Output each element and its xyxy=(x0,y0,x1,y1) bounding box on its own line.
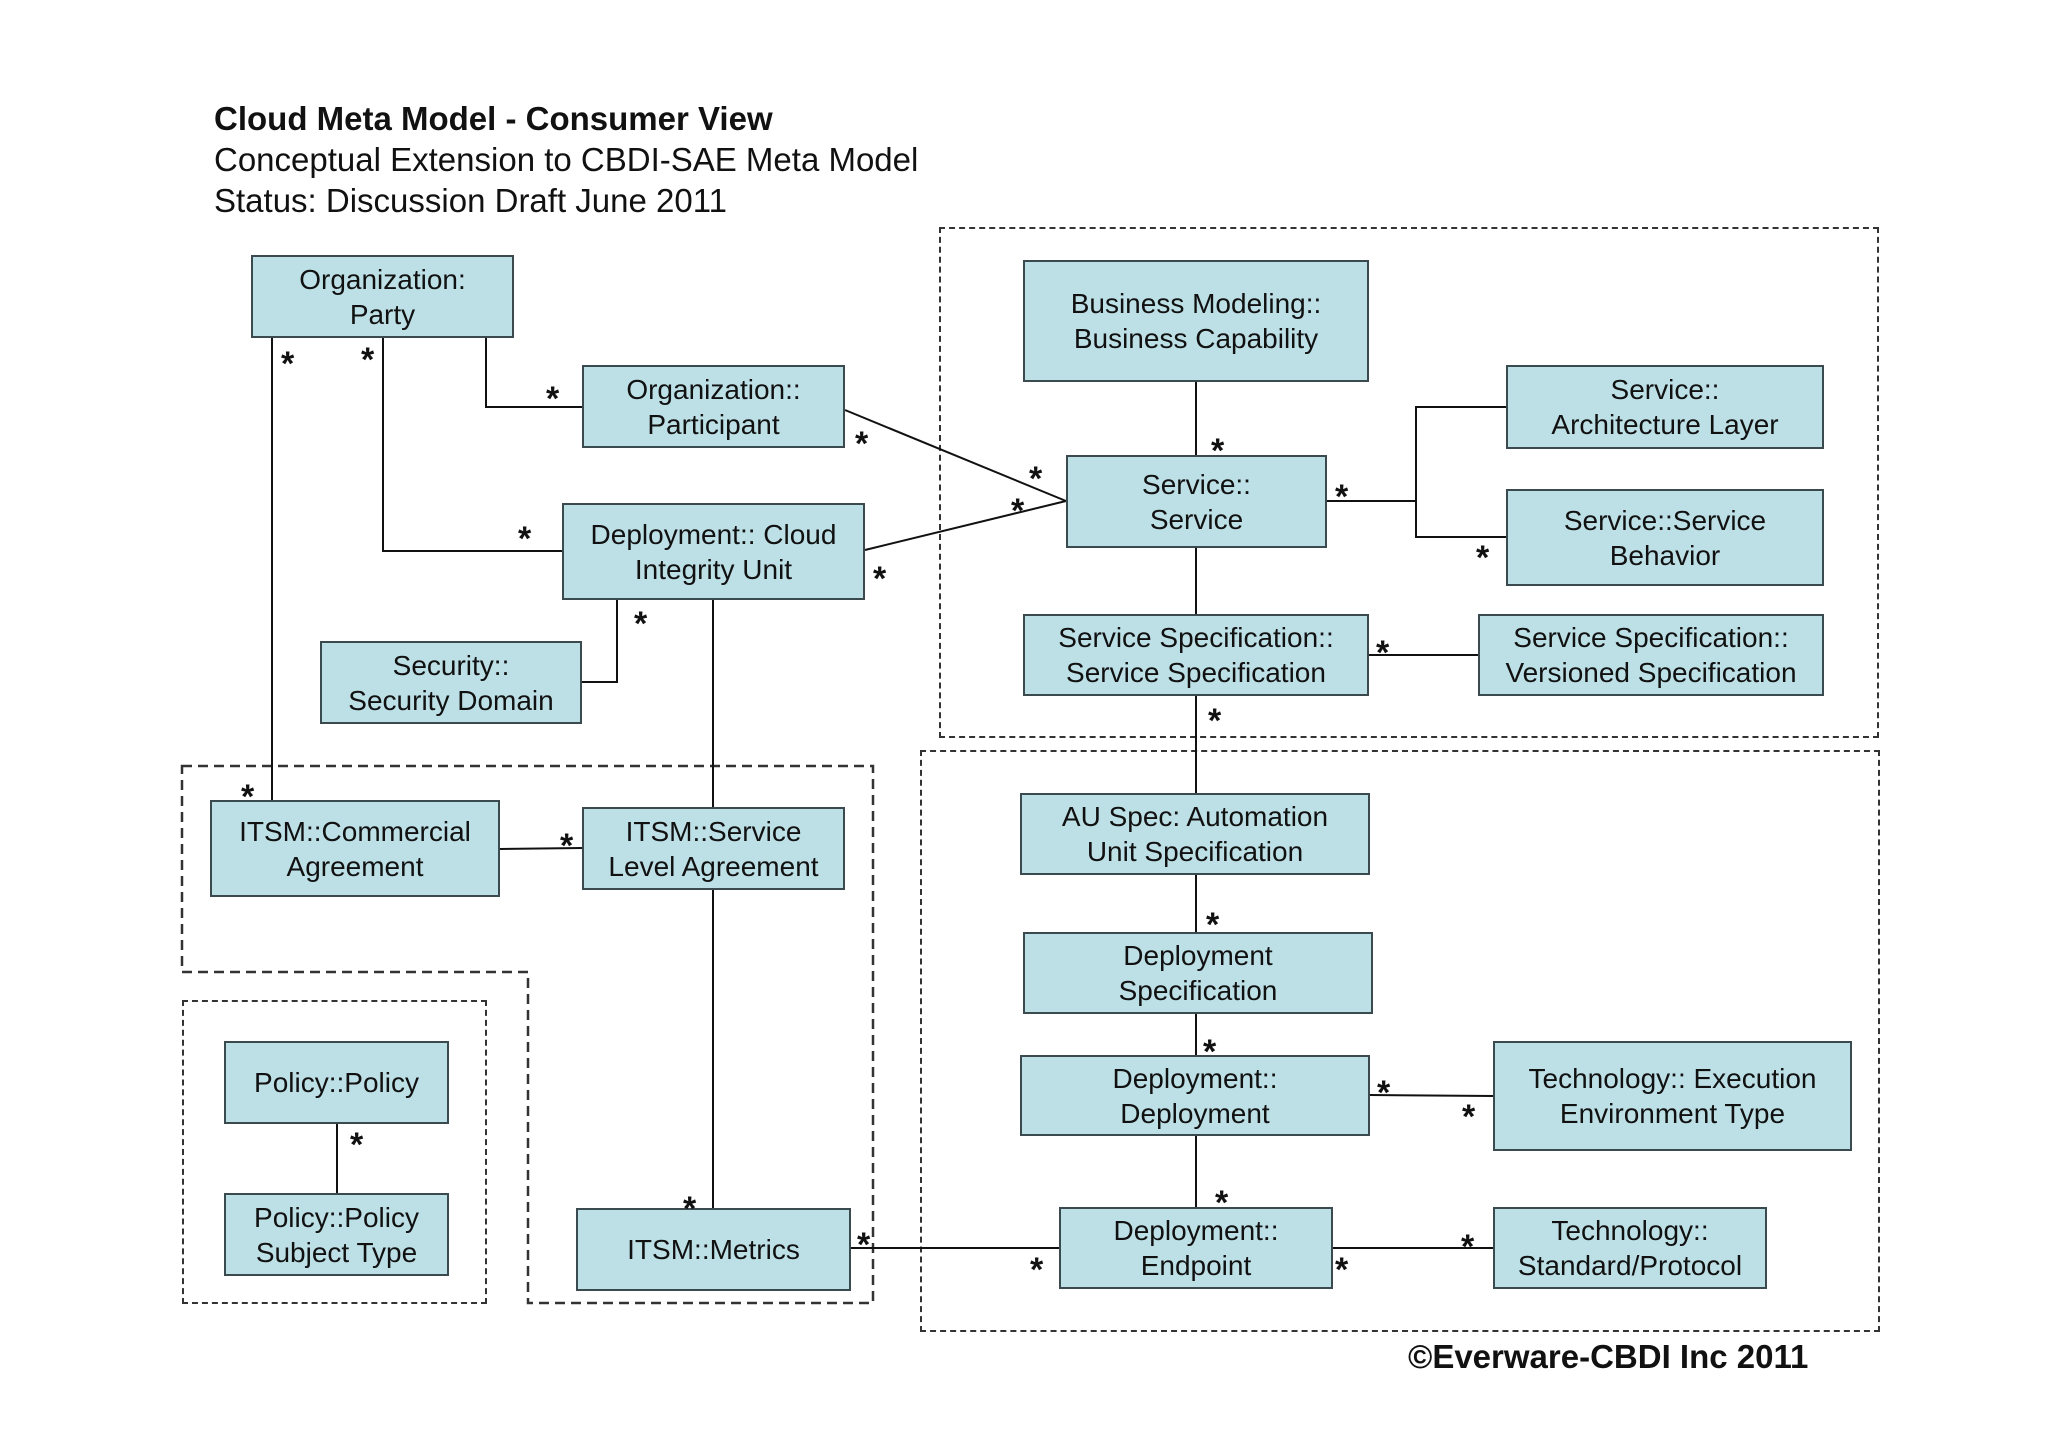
multiplicity-mark: * xyxy=(1215,1184,1229,1222)
box-label-line: Party xyxy=(349,298,416,330)
multiplicity-mark: * xyxy=(857,1226,871,1264)
architecture-layer-box: Service:: Architecture Layer xyxy=(1506,365,1824,449)
box-label-line: ITSM::Commercial xyxy=(239,815,471,847)
box-label-line: Service Specification:: xyxy=(1513,622,1789,653)
service-package-group xyxy=(939,227,1879,738)
box-label-line: Service::Service xyxy=(1563,504,1767,536)
itsm-metrics-box: ITSM::Metrics xyxy=(576,1208,851,1291)
box-label-line: ITSM::Metrics xyxy=(627,1234,800,1265)
cloud-integrity-unit-box: Deployment:: Cloud Integrity Unit xyxy=(562,503,865,600)
multiplicity-mark: * xyxy=(1377,1074,1391,1112)
commercial-agreement-box: ITSM::Commercial Agreement xyxy=(210,800,500,897)
versioned-specification-box: Service Specification:: Versioned Specif… xyxy=(1478,614,1824,696)
business-capability-box: Business Modeling:: Business Capability xyxy=(1023,260,1369,382)
multiplicity-mark: * xyxy=(1030,1251,1044,1289)
deployment-specification-box: Deployment Specification xyxy=(1023,932,1373,1014)
box-label-line: Service Specification:: xyxy=(1058,622,1334,653)
automation-unit-spec-box: AU Spec: Automation Unit Specification xyxy=(1020,793,1370,875)
diagram-subtitle: Conceptual Extension to CBDI-SAE Meta Mo… xyxy=(214,141,919,178)
service-box: Service:: Service xyxy=(1066,455,1327,548)
box-label-line: Service:: xyxy=(1142,468,1251,500)
diagram-title: Cloud Meta Model - Consumer View xyxy=(214,100,773,137)
box-label-line: Agreement xyxy=(286,850,424,882)
box-label-line: Unit Specification xyxy=(1086,836,1304,867)
box-label-line: Technology:: Execution xyxy=(1528,1063,1817,1094)
multiplicity-mark: * xyxy=(1476,539,1490,577)
box-label-line: Architecture Layer xyxy=(1551,409,1779,440)
multiplicity-mark: * xyxy=(1208,702,1222,740)
box-label-line: Deployment:: xyxy=(1113,1215,1279,1246)
box-label-line: Service Specification xyxy=(1066,657,1326,688)
multiplicity-mark: * xyxy=(546,380,560,418)
service-specification-box: Service Specification:: Service Specific… xyxy=(1023,614,1369,696)
box-label-line: Endpoint xyxy=(1140,1250,1252,1281)
box-label-line: Behavior xyxy=(1609,539,1721,571)
box-label-line: Service:: xyxy=(1610,374,1720,405)
box-label-line: Security Domain xyxy=(348,684,554,716)
box-label-line: Policy::Policy xyxy=(254,1067,419,1098)
box-label-line: Technology:: xyxy=(1551,1215,1709,1246)
box-label-line: Participant xyxy=(647,408,780,440)
box-label-line: Security:: xyxy=(392,649,510,681)
security-domain-box: Security:: Security Domain xyxy=(320,641,582,724)
deployment-endpoint-box: Deployment:: Endpoint xyxy=(1059,1207,1333,1289)
diagram-status: Status: Discussion Draft June 2011 xyxy=(214,182,727,219)
service-level-agreement-box: ITSM::Service Level Agreement xyxy=(582,807,845,890)
standard-protocol-box: Technology:: Standard/Protocol xyxy=(1493,1207,1767,1289)
box-label-line: Deployment:: Cloud xyxy=(590,518,837,550)
policy-subject-type-box: Policy::Policy Subject Type xyxy=(224,1193,449,1276)
multiplicity-mark: * xyxy=(1376,634,1390,672)
multiplicity-mark: * xyxy=(518,520,532,558)
execution-environment-type-box: Technology:: Execution Environment Type xyxy=(1493,1041,1852,1151)
box-label-line: Level Agreement xyxy=(608,850,819,882)
box-label-line: Organization: xyxy=(299,263,466,295)
box-label-line: Policy::Policy xyxy=(254,1201,419,1233)
box-label-line: Service xyxy=(1149,503,1244,535)
multiplicity-mark: * xyxy=(873,560,887,598)
multiplicity-mark: * xyxy=(1011,492,1025,530)
multiplicity-mark: * xyxy=(361,341,375,379)
deployment-box: Deployment:: Deployment xyxy=(1020,1055,1370,1136)
box-label-line: Subject Type xyxy=(255,1236,418,1268)
box-label-line: Deployment xyxy=(1123,940,1273,971)
box-label-line: Deployment:: xyxy=(1112,1062,1278,1094)
multiplicity-mark: * xyxy=(1335,1251,1349,1289)
multiplicity-mark: * xyxy=(1335,478,1349,516)
multiplicity-mark: * xyxy=(1203,1033,1217,1071)
policy-box: Policy::Policy xyxy=(224,1041,449,1124)
box-label-line: Environment Type xyxy=(1559,1098,1786,1129)
multiplicity-mark: * xyxy=(855,425,869,463)
multiplicity-mark: * xyxy=(281,345,295,383)
diagram-header: Cloud Meta Model - Consumer View Concept… xyxy=(214,98,918,221)
copyright-notice: ©Everware-CBDI Inc 2011 xyxy=(1408,1338,1809,1375)
multiplicity-mark: * xyxy=(1461,1228,1475,1266)
box-label-line: Standard/Protocol xyxy=(1517,1250,1743,1281)
box-label-line: Business Capability xyxy=(1073,323,1319,354)
box-label-line: Specification xyxy=(1118,975,1278,1006)
box-label-line: Versioned Specification xyxy=(1505,657,1797,688)
box-label-line: AU Spec: Automation xyxy=(1061,801,1329,832)
multiplicity-mark: * xyxy=(241,778,255,816)
box-label-line: ITSM::Service xyxy=(625,815,802,847)
multiplicity-mark: * xyxy=(350,1126,364,1164)
box-label-line: Business Modeling:: xyxy=(1070,288,1322,319)
policy-package-group xyxy=(182,1000,487,1304)
box-label-line: Integrity Unit xyxy=(634,553,793,585)
multiplicity-mark: * xyxy=(683,1190,697,1228)
multiplicity-mark: * xyxy=(1211,432,1225,470)
multiplicity-mark: * xyxy=(1462,1098,1476,1136)
service-behavior-box: Service::Service Behavior xyxy=(1506,489,1824,586)
multiplicity-mark: * xyxy=(1206,906,1220,944)
multiplicity-mark: * xyxy=(634,605,648,643)
multiplicity-mark: * xyxy=(1029,460,1043,498)
box-label-line: Organization:: xyxy=(626,373,801,405)
box-label-line: Deployment xyxy=(1120,1097,1270,1129)
organization-participant-box: Organization:: Participant xyxy=(582,365,845,448)
deployment-package-group xyxy=(920,750,1880,1332)
organization-party-box: Organization: Party xyxy=(251,255,514,338)
multiplicity-mark: * xyxy=(560,827,574,865)
